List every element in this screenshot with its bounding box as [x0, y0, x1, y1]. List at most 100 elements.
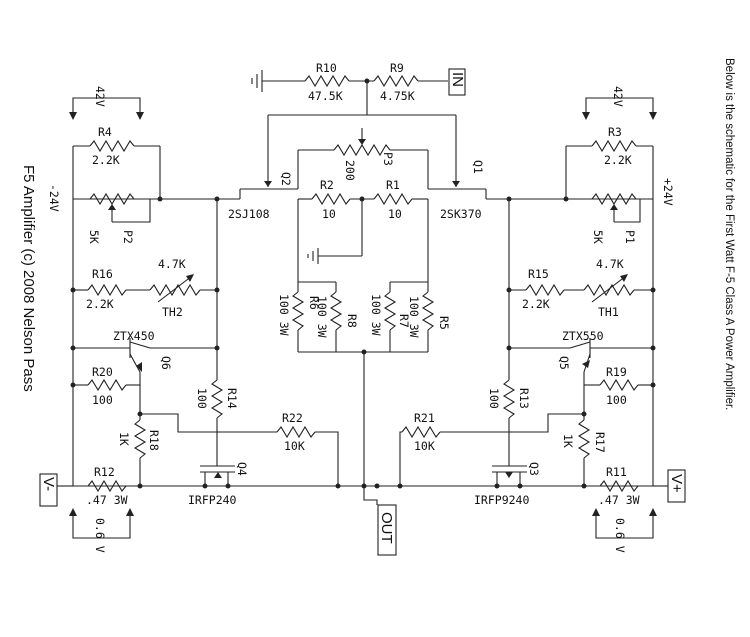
- th1-ref: TH1: [598, 305, 619, 319]
- r22-value: 10K: [284, 439, 305, 453]
- left-half: -24V 42V R4 2.2K P2 5K R16: [39, 86, 364, 553]
- v-minus-port[interactable]: [39, 473, 58, 507]
- r15-value: 2.2K: [522, 297, 550, 311]
- r3-resistor: [591, 139, 637, 153]
- r11-value: .47 3W: [598, 493, 640, 507]
- r20-value: 100: [92, 393, 113, 407]
- q1-value: 2SK370: [440, 207, 482, 221]
- right-42v: 42V: [611, 86, 625, 107]
- r16-value: 2.2K: [86, 297, 114, 311]
- r19-ref: R19: [606, 365, 627, 379]
- r9-ref: R9: [390, 61, 404, 75]
- r3-ref: R3: [608, 125, 622, 139]
- r19-resistor: [599, 378, 639, 392]
- output-node: OUT: [361, 483, 397, 556]
- r10-value: 47.5K: [308, 89, 343, 103]
- left-06v: 0.6 V: [93, 518, 107, 553]
- r12-value: .47 3W: [86, 493, 128, 507]
- in-port-label: IN: [449, 72, 466, 87]
- r14-value: 100: [195, 388, 209, 409]
- r1-value: 10: [388, 207, 402, 221]
- r13-value: 100: [487, 388, 501, 409]
- r9-resistor: [373, 74, 419, 88]
- r19-value: 100: [606, 393, 627, 407]
- input-network: IN R10 47.5K R9 4.75K: [251, 61, 466, 178]
- drain-loads: R6 100 3W R8 100 3W R7 100 3W R5 100 3W: [277, 281, 451, 486]
- r16-resistor: [87, 283, 127, 297]
- jfet-pair: Q2 2SJ108 Q1 2SK370 P3 200 R2 10 R1 10: [228, 128, 487, 282]
- q5-value: ZTX550: [562, 329, 604, 343]
- r6-resistor: [291, 291, 305, 331]
- q6-ref: Q6: [159, 356, 173, 370]
- right-half: +24V 42V R3 2.2K P1 5K R15 2.2K: [364, 86, 686, 553]
- q1-ref: Q1: [471, 160, 485, 174]
- q6-value: ZTX450: [113, 329, 155, 343]
- q5-ref: Q5: [557, 356, 571, 370]
- r3-value: 2.2K: [604, 153, 632, 167]
- th1-thermistor: [583, 283, 635, 297]
- v-plus-label: V+: [668, 474, 685, 493]
- r17-value: 1K: [561, 434, 575, 448]
- v-minus-label: V-: [40, 477, 57, 491]
- r8-resistor: [329, 291, 343, 331]
- r2-resistor: [311, 192, 351, 206]
- minus24-label: -24V: [47, 184, 61, 212]
- left-42v: 42V: [93, 86, 107, 107]
- r5-resistor: [421, 291, 435, 331]
- p1-value: 5K: [591, 230, 605, 244]
- r17-resistor: [577, 419, 591, 459]
- r7-resistor: [383, 291, 397, 331]
- r22-ref: R22: [282, 411, 303, 425]
- r20-ref: R20: [92, 365, 113, 379]
- p2-ref: P2: [121, 230, 135, 244]
- th2-ref: TH2: [162, 305, 183, 319]
- r1-resistor: [373, 192, 413, 206]
- r13-resistor: [502, 379, 516, 419]
- r21-value: 10K: [414, 439, 435, 453]
- r6-value: 100 3W: [277, 294, 291, 336]
- r7-value: 100 3W: [369, 294, 383, 336]
- r21-ref: R21: [414, 411, 435, 425]
- p1-ref: P1: [623, 230, 637, 244]
- r18-resistor: [133, 419, 147, 459]
- r5-value: 100 3W: [407, 296, 421, 338]
- r12-resistor: [87, 479, 127, 493]
- r22-resistor: [276, 425, 316, 439]
- r7-ref: R7: [397, 314, 411, 328]
- r21-resistor: [401, 425, 441, 439]
- p2-value: 5K: [87, 230, 101, 244]
- right-06v: 0.6 V: [613, 518, 627, 553]
- q3-ref: Q3: [527, 462, 541, 476]
- p3-value: 200: [343, 160, 357, 181]
- r20-resistor: [87, 378, 127, 392]
- r8-ref: R8: [345, 314, 359, 328]
- th2-thermistor: [149, 283, 201, 297]
- out-port[interactable]: [377, 504, 397, 556]
- out-port-label: OUT: [378, 512, 395, 544]
- caption: Below is the schematic for the First Wat…: [723, 58, 735, 410]
- plus24-label: +24V: [661, 178, 675, 206]
- r8-value: 100 3W: [315, 296, 329, 338]
- r1-ref: R1: [386, 178, 400, 192]
- r9-value: 4.75K: [380, 89, 415, 103]
- r14-resistor: [210, 379, 224, 419]
- r13-ref: R13: [517, 388, 531, 409]
- page-title: F5 Amplifier (c) 2008 Nelson Pass: [20, 165, 37, 392]
- r4-resistor: [89, 139, 135, 153]
- r4-value: 2.2K: [92, 153, 120, 167]
- r2-ref: R2: [320, 178, 334, 192]
- r17-ref: R17: [593, 432, 607, 453]
- r12-ref: R12: [94, 465, 115, 479]
- q2-value: 2SJ108: [228, 207, 270, 221]
- r4-ref: R4: [98, 125, 112, 139]
- q2-ref: Q2: [279, 172, 293, 186]
- r15-resistor: [525, 283, 565, 297]
- th2-value: 4.7K: [158, 257, 186, 271]
- r10-ref: R10: [316, 61, 337, 75]
- in-port[interactable]: [448, 68, 466, 96]
- p3-ref: P3: [381, 152, 395, 166]
- q4-ref: Q4: [235, 462, 249, 476]
- r2-value: 10: [322, 207, 336, 221]
- q3-value: IRFP9240: [474, 493, 529, 507]
